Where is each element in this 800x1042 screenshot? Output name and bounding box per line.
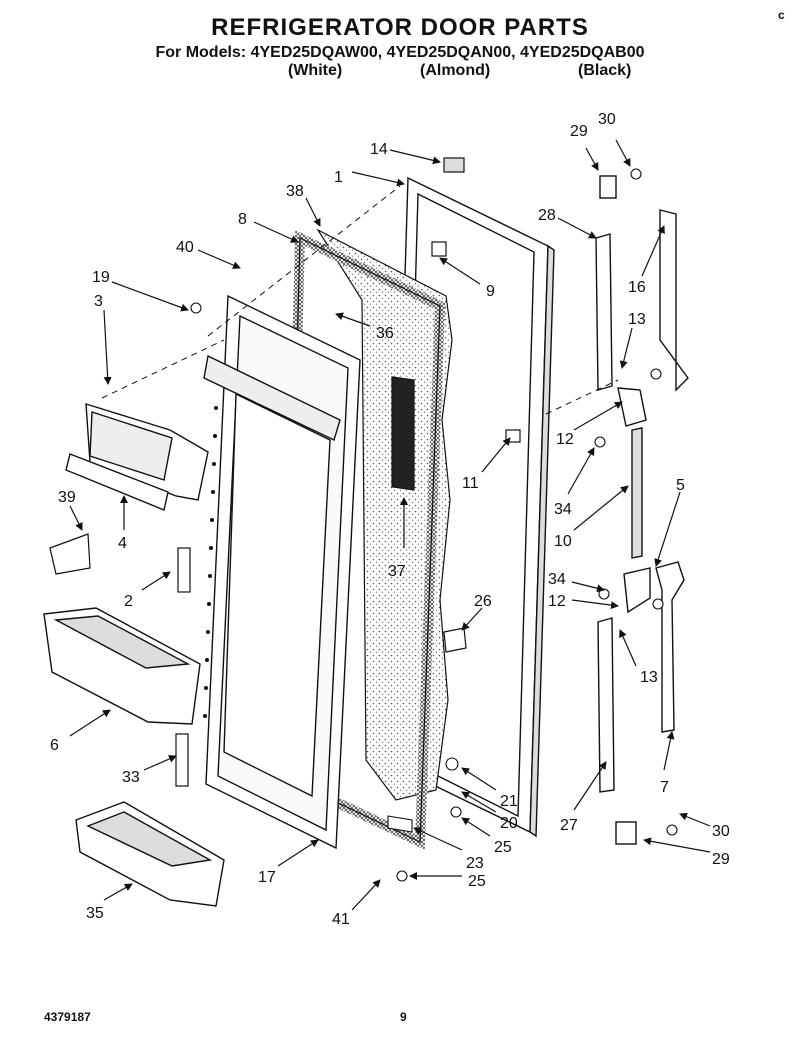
leader-arrow [69, 709, 111, 737]
page-title: REFRIGERATOR DOOR PARTS [211, 14, 589, 41]
part-callout: 16 [628, 279, 646, 296]
part-callout: 33 [122, 769, 140, 786]
leader-arrow [461, 817, 491, 837]
leader-arrows [69, 139, 711, 911]
leader-arrow [351, 171, 405, 187]
document-number: 4379187 [44, 1010, 91, 1024]
part-callout: 17 [258, 869, 276, 886]
part-callout: 40 [176, 239, 194, 256]
models-line: For Models: 4YED25DQAW00, 4YED25DQAN00, … [155, 44, 645, 61]
leader-arrow [253, 221, 299, 243]
part-callout: 20 [500, 815, 518, 832]
leader-arrow [567, 447, 595, 495]
leader-arrow [641, 225, 665, 277]
leader-arrow [439, 257, 481, 285]
part-callout: 13 [640, 669, 658, 686]
inner-door-liner [203, 294, 361, 850]
leader-arrow [573, 761, 607, 811]
part-callout: 29 [570, 123, 588, 140]
part-callout: 19 [92, 269, 110, 286]
liner-mounting-holes [203, 406, 218, 718]
leader-arrow [69, 505, 83, 531]
leader-arrow [103, 309, 112, 385]
part-callout: 36 [376, 325, 394, 342]
leader-arrow [615, 139, 631, 167]
page-number: 9 [400, 1010, 407, 1024]
leader-arrow [481, 437, 511, 473]
leader-arrow [103, 883, 133, 901]
part-callout: 2 [124, 593, 133, 610]
leader-arrow [654, 491, 681, 567]
part-callout: 10 [554, 533, 572, 550]
color-label-black: (Black) [578, 62, 632, 79]
part-callout: 12 [548, 593, 566, 610]
leader-arrow [413, 827, 463, 851]
part-callout: 4 [118, 535, 127, 552]
leader-arrow [389, 149, 441, 165]
leader-arrow [305, 197, 321, 227]
part-callout: 9 [486, 283, 495, 300]
part-callout: 6 [50, 737, 59, 754]
color-label-white: (White) [288, 62, 343, 79]
corner-mark: c [778, 8, 785, 22]
leader-arrow [277, 839, 319, 867]
leader-arrow [663, 731, 675, 771]
door-bins [43, 607, 225, 907]
leader-arrow [573, 485, 629, 531]
leader-arrow [557, 217, 597, 239]
leader-arrow [197, 249, 241, 269]
fasteners [190, 168, 678, 882]
part-callout: 1 [334, 169, 343, 186]
part-callout: 13 [628, 311, 646, 328]
small-brackets [49, 157, 521, 787]
leader-arrow [141, 571, 171, 591]
leader-arrow [619, 629, 637, 667]
part-callout: 25 [468, 873, 486, 890]
dashed-alignment-lines [101, 185, 619, 415]
part-callout: 25 [494, 839, 512, 856]
part-callout: 34 [554, 501, 572, 518]
leader-arrow [461, 767, 497, 791]
leader-arrow [643, 837, 711, 853]
part-callout: 35 [86, 905, 104, 922]
part-callout: 30 [712, 823, 730, 840]
part-callout: 29 [712, 851, 730, 868]
leader-arrow [335, 312, 371, 327]
part-callout: 8 [238, 211, 247, 228]
leader-arrow [461, 791, 497, 813]
leader-arrow [571, 599, 619, 610]
leader-arrow [571, 581, 605, 593]
part-callout: 5 [676, 477, 685, 494]
leader-arrow [619, 327, 633, 369]
part-callout: 34 [548, 571, 566, 588]
part-callout: 37 [388, 563, 406, 580]
part-callout: 14 [370, 141, 388, 158]
part-callout: 3 [94, 293, 103, 310]
part-callout: 26 [474, 593, 492, 610]
part-callout: 39 [58, 489, 76, 506]
leader-arrow [461, 607, 483, 631]
leader-arrow [573, 401, 623, 431]
part-callout: 21 [500, 793, 518, 810]
color-label-almond: (Almond) [420, 62, 491, 79]
hinge-and-trim-parts [595, 175, 689, 845]
leader-arrow [585, 147, 599, 171]
part-callout: 11 [462, 475, 479, 492]
leader-arrow [143, 755, 177, 771]
part-callout: 27 [560, 817, 578, 834]
part-callout: 23 [466, 855, 484, 872]
leader-arrow [679, 812, 711, 827]
leader-arrow [351, 879, 381, 911]
part-callout: 28 [538, 207, 556, 224]
part-callout: 30 [598, 111, 616, 128]
foam-insulation [316, 228, 453, 801]
part-callout: 7 [660, 779, 669, 796]
leader-arrow [111, 281, 189, 312]
part-callout: 12 [556, 431, 574, 448]
part-callout: 41 [332, 911, 350, 928]
part-callout: 38 [286, 183, 304, 200]
dairy-door-assembly [65, 403, 209, 511]
